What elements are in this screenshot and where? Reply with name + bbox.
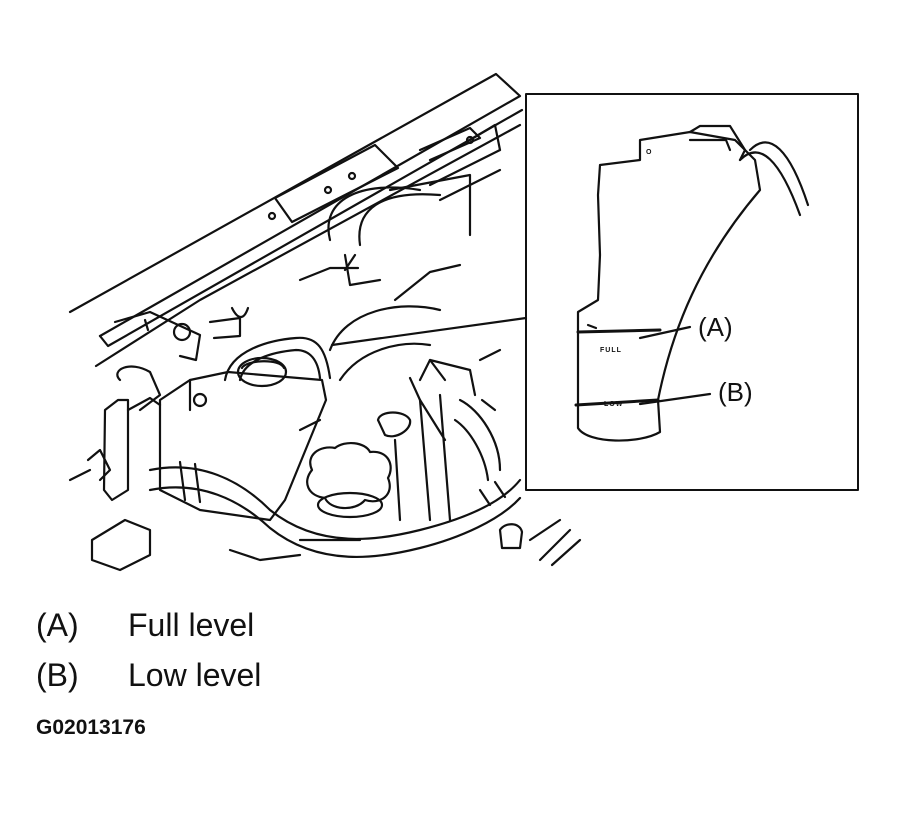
coolant-reservoir-tank (158, 370, 328, 522)
legend-row-a: (A) Full level (36, 600, 636, 650)
engine-bay-illustration: O FULL LOW (A) (B) (68, 72, 859, 572)
fan-shroud (298, 123, 502, 302)
legend: (A) Full level (B) Low level (36, 600, 636, 700)
legend-text-a: Full level (128, 606, 255, 643)
legend-key-b: (B) (36, 656, 79, 693)
callout-a-leader (638, 325, 692, 340)
full-level-line (576, 328, 662, 334)
legend-key-a: (A) (36, 606, 79, 643)
full-mark-text: FULL (600, 347, 622, 354)
legend-text-b: Low level (128, 656, 262, 693)
low-level-line (574, 398, 660, 407)
callout-b-label: (B) (718, 377, 753, 407)
tank-cap-mark: O (646, 149, 652, 156)
hood-latch-bracket (113, 306, 250, 362)
inset-leader-line (330, 316, 528, 347)
radiator-hose (223, 336, 332, 382)
low-mark-text: LOW (604, 401, 623, 408)
inset-reservoir-tank (574, 124, 810, 442)
callout-b-leader (638, 392, 712, 406)
hood-panel (68, 72, 524, 368)
inset-frame (525, 93, 859, 491)
left-frame (68, 365, 162, 572)
reservoir-cap (236, 356, 288, 388)
lower-hose (148, 460, 522, 559)
oil-filler-cap (306, 442, 392, 519)
legend-row-b: (B) Low level (36, 650, 636, 700)
engine-components (228, 305, 582, 567)
callout-a-label: (A) (698, 312, 733, 342)
figure-id: G02013176 (36, 716, 146, 739)
